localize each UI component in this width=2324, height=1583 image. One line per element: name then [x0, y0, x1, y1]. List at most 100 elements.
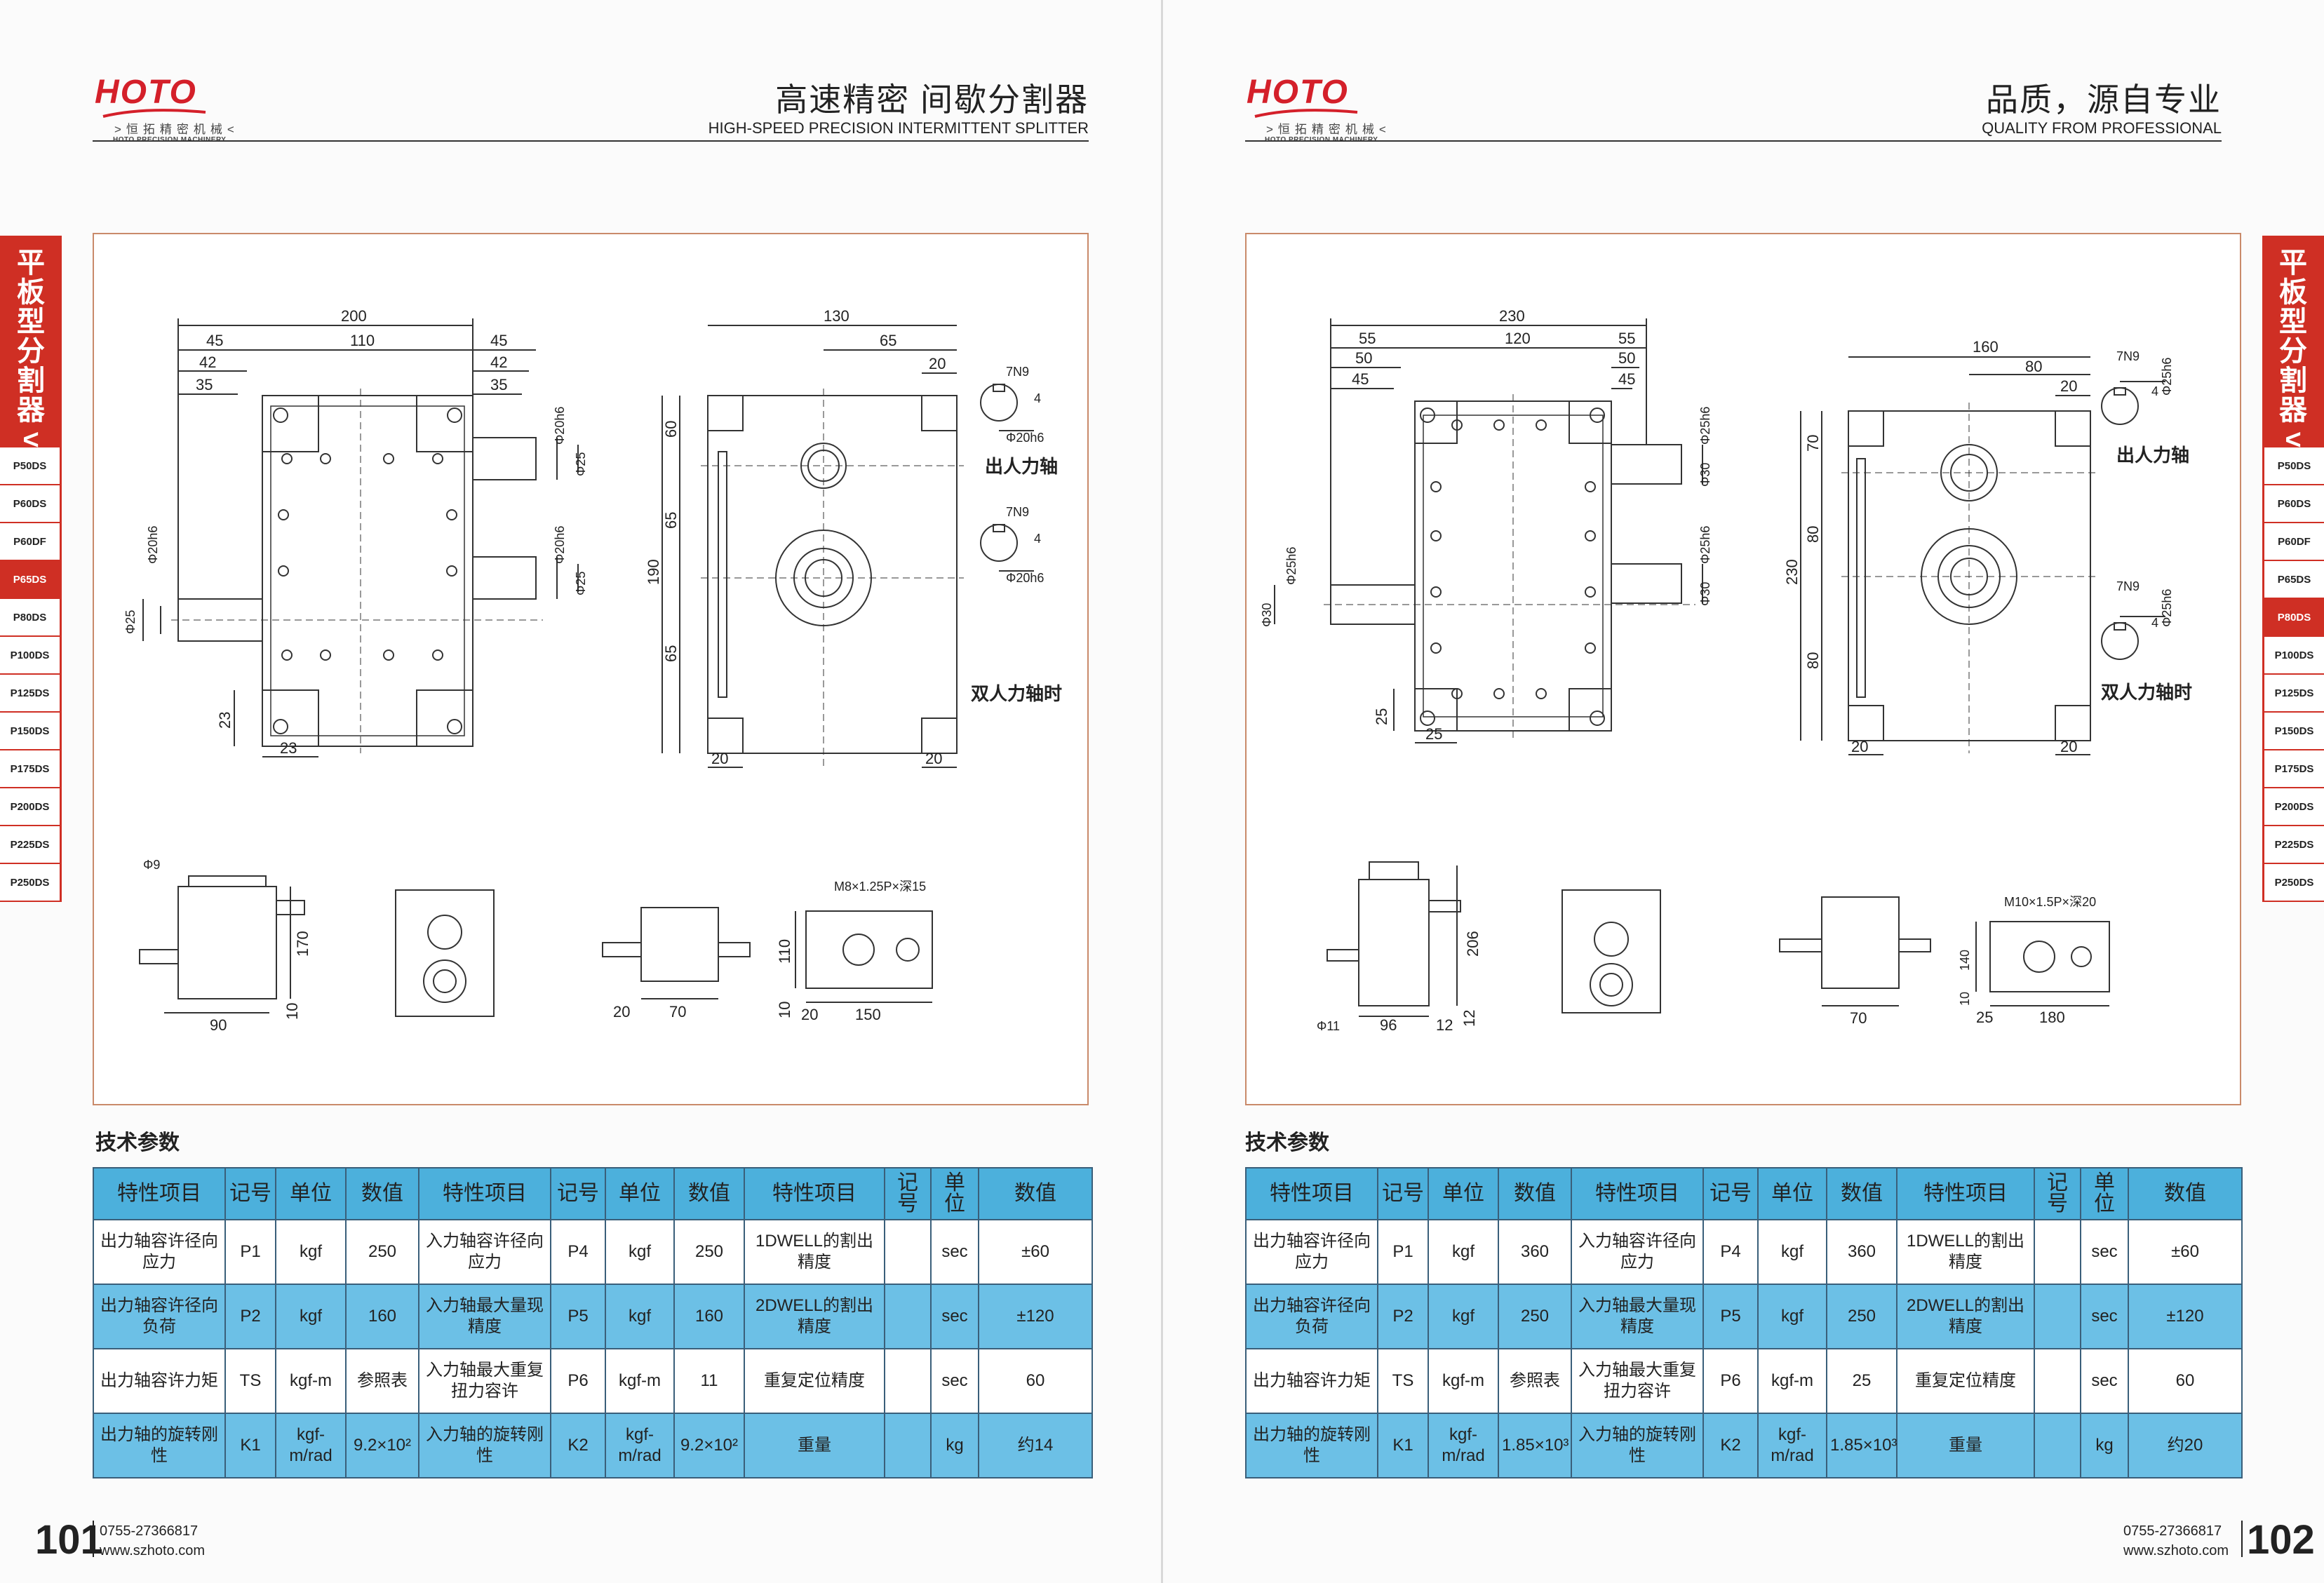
dim-45-left: 45 — [206, 332, 223, 349]
table-cell — [884, 1413, 932, 1478]
model-tab-p175ds[interactable]: P175DS — [2262, 750, 2324, 788]
model-tab-p100ds[interactable]: P100DS — [0, 637, 62, 675]
dim-45-left: 45 — [1352, 370, 1369, 388]
table-cell: 1.85×10³ — [1826, 1413, 1898, 1478]
table-cell: 11 — [673, 1348, 745, 1414]
model-tab-p80ds[interactable]: P80DS — [2262, 599, 2324, 637]
model-tab-p225ds[interactable]: P225DS — [2262, 826, 2324, 864]
dim-80-b: 80 — [1804, 652, 1822, 669]
model-tab-p60ds[interactable]: P60DS — [2262, 485, 2324, 523]
dim-180: 180 — [2039, 1009, 2065, 1026]
table-cell: 参照表 — [345, 1348, 419, 1414]
model-tab-p150ds[interactable]: P150DS — [2262, 713, 2324, 750]
footer-website[interactable]: www.szhoto.com — [2123, 1543, 2229, 1558]
logo-swoosh — [1254, 109, 1358, 118]
side-tab-char: < — [2285, 424, 2302, 455]
bottom-views — [1326, 861, 2110, 1017]
model-tab-p60df[interactable]: P60DF — [2262, 523, 2324, 561]
dim-shaft-left: Φ20h6 — [146, 526, 160, 564]
model-tab-p150ds[interactable]: P150DS — [0, 713, 62, 750]
model-tab-p200ds[interactable]: P200DS — [2262, 788, 2324, 826]
key2-label: 双人力轴时 — [2101, 682, 2192, 703]
table-header: 特性项目 — [744, 1167, 885, 1220]
dim-shaft-top-2: Φ25 — [574, 452, 588, 476]
table-cell — [2034, 1348, 2081, 1414]
key-details — [980, 384, 1034, 572]
model-tab-p225ds[interactable]: P225DS — [0, 826, 62, 864]
model-tab-p200ds[interactable]: P200DS — [0, 788, 62, 826]
dim-12-b: 12 — [1460, 1010, 1478, 1027]
key2-dia: Φ20h6 — [1006, 571, 1044, 585]
model-tab-p125ds[interactable]: P125DS — [0, 675, 62, 713]
dim-hole: Φ9 — [143, 858, 160, 872]
table-cell: P4 — [1702, 1219, 1759, 1285]
footer-website[interactable]: www.szhoto.com — [100, 1543, 206, 1558]
model-tab-p60df[interactable]: P60DF — [0, 523, 62, 561]
table-cell: kgf-m/rad — [1428, 1413, 1499, 1478]
dim-shaft-left-2: Φ30 — [1260, 603, 1274, 627]
table-cell: kgf — [1428, 1284, 1499, 1349]
table-cell: 参照表 — [1498, 1348, 1572, 1414]
model-tab-p80ds[interactable]: P80DS — [0, 599, 62, 637]
table-header: 单位 — [1428, 1167, 1499, 1220]
table-cell: 250 — [1498, 1284, 1572, 1349]
brand-logo: HOTO >恒拓精密机械< HOTO PRECISION MACHINERY — [95, 73, 305, 150]
table-cell: 出力轴容许径向负荷 — [93, 1284, 226, 1349]
dim-20-bottom-left: 20 — [1851, 738, 1868, 755]
table-cell: kgf-m/rad — [1757, 1413, 1827, 1478]
side-tab-char: 板 — [17, 277, 45, 308]
key2-dia: Φ25h6 — [2160, 589, 2174, 627]
spec-table: 特性项目 记号 单位 数值 特性项目 记号 单位 数值 特性项目 记号 单位 数… — [93, 1167, 1093, 1478]
dim-190: 190 — [645, 559, 662, 585]
key1-label: 出人力轴 — [985, 456, 1058, 477]
page-title-en: HIGH-SPEED PRECISION INTERMITTENT SPLITT… — [708, 119, 1089, 137]
table-cell: kgf — [1757, 1219, 1827, 1285]
section-title: 技术参数 — [1245, 1131, 1329, 1154]
side-tab-char: 平 — [2279, 248, 2307, 278]
table-cell: 1DWELL的割出精度 — [1896, 1219, 2035, 1285]
side-tab-char: 平 — [17, 248, 45, 278]
model-tab-p250ds[interactable]: P250DS — [2262, 864, 2324, 902]
model-tab-p50ds[interactable]: P50DS — [2262, 447, 2324, 485]
model-tab-p100ds[interactable]: P100DS — [2262, 637, 2324, 675]
dim-65: 65 — [880, 332, 896, 349]
table-cell — [2034, 1219, 2081, 1285]
table-cell: sec — [2080, 1284, 2129, 1349]
model-tab-p175ds[interactable]: P175DS — [0, 750, 62, 788]
dim-80-a: 80 — [1804, 526, 1822, 543]
table-cell: 出力轴容许径向应力 — [93, 1219, 226, 1285]
model-tab-p65ds[interactable]: P65DS — [0, 561, 62, 599]
table-row: 出力轴容许径向负荷 P2 kgf 160 入力轴最大量现精度 P5 kgf 16… — [93, 1284, 1093, 1349]
dim-20-small: 20 — [613, 1003, 630, 1020]
table-cell: 250 — [345, 1219, 419, 1285]
dim-shaft-mid: Φ20h6 — [553, 526, 567, 564]
dim-shaft-left: Φ25h6 — [1284, 547, 1298, 585]
table-row: 出力轴容许径向应力 P1 kgf 360 入力轴容许径向应力 P4 kgf 36… — [1245, 1219, 2243, 1285]
key1-dia: Φ25h6 — [2160, 358, 2174, 396]
table-row: 出力轴容许径向应力 P1 kgf 250 入力轴容许径向应力 P4 kgf 25… — [93, 1219, 1093, 1285]
dim-shaft-top-2: Φ30 — [1698, 463, 1712, 487]
logo-mark: HOTO — [95, 74, 197, 111]
table-header: 数值 — [1826, 1167, 1898, 1220]
model-tab-p250ds[interactable]: P250DS — [0, 864, 62, 902]
drawing-svg: 230 120 55 50 45 55 50 45 Φ25h6 Φ30 Φ25h… — [1260, 307, 2192, 1034]
side-tab-right: 平 板 型 分 割 器 < P > P50DS P60DS P60DF P65D… — [2262, 236, 2324, 902]
table-cell: 重复定位精度 — [1896, 1348, 2035, 1414]
model-tab-p50ds[interactable]: P50DS — [0, 447, 62, 485]
dim-25-horizontal: 25 — [1425, 725, 1442, 743]
page-number: 101 — [35, 1517, 103, 1563]
table-header-row: 特性项目 记号 单位 数值 特性项目 记号 单位 数值 特性项目 记号 单位 数… — [1245, 1167, 2243, 1220]
dim-170: 170 — [294, 931, 311, 957]
page-title-en: QUALITY FROM PROFESSIONAL — [1982, 119, 2222, 137]
table-cell: ±60 — [978, 1219, 1093, 1285]
table-cell: 250 — [673, 1219, 745, 1285]
dim-160: 160 — [1973, 338, 1999, 356]
table-cell: kgf — [605, 1284, 675, 1349]
side-tab-title: 平 板 型 分 割 器 < P > — [0, 236, 62, 513]
table-cell: K1 — [1377, 1413, 1429, 1478]
model-tab-p125ds[interactable]: P125DS — [2262, 675, 2324, 713]
model-tab-p60ds[interactable]: P60DS — [0, 485, 62, 523]
dim-65-b: 65 — [662, 645, 680, 662]
dim-shaft-left-2: Φ25 — [123, 610, 137, 634]
model-tab-p65ds[interactable]: P65DS — [2262, 561, 2324, 599]
